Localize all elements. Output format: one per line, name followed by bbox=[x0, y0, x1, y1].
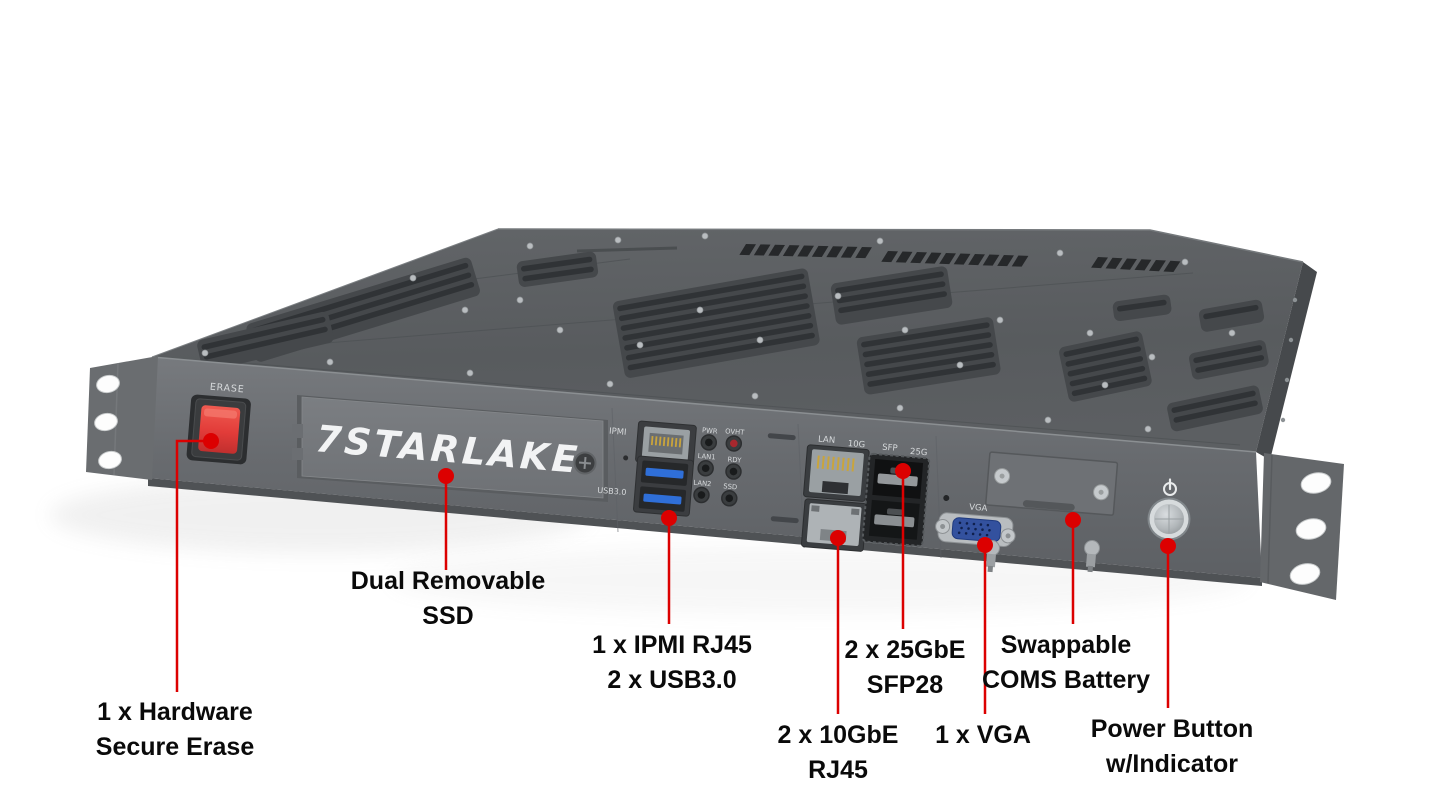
usb-label: USB3.0 bbox=[597, 486, 627, 497]
led-label-lan2: LAN2 bbox=[693, 479, 712, 488]
callout-line-2: 2 x USB3.0 bbox=[607, 666, 737, 694]
led-label-lan1: LAN1 bbox=[697, 452, 716, 461]
callout-line-2: w/Indicator bbox=[1106, 750, 1238, 778]
callout-dual-ssd: Dual Removable SSD bbox=[351, 564, 546, 634]
usb3-ports bbox=[633, 455, 694, 517]
callout-line-1: 1 x IPMI RJ45 bbox=[592, 631, 752, 659]
bay-thumbscrew bbox=[573, 451, 597, 475]
callout-secure-erase: 1 x Hardware Secure Erase bbox=[96, 695, 254, 765]
panel-pinhole bbox=[623, 455, 629, 461]
sfp-label: SFP bbox=[882, 443, 898, 454]
callout-line-2: Secure Erase bbox=[95, 733, 255, 761]
callout-line-1: Dual Removable bbox=[350, 567, 546, 595]
vga-label: VGA bbox=[969, 503, 988, 514]
led-label-ssd: SSD bbox=[723, 482, 737, 491]
left-rack-ear bbox=[86, 356, 158, 480]
top-vents bbox=[197, 244, 1269, 432]
led-label-ovht: OVHT bbox=[725, 427, 746, 437]
callout-ipmi-usb: 1 x IPMI RJ45 2 x USB3.0 bbox=[592, 628, 752, 698]
chassis-right-side bbox=[1256, 262, 1317, 460]
led-ovht bbox=[725, 435, 743, 452]
callout-line-2: RJ45 bbox=[808, 756, 868, 784]
callout-line-2: COMS Battery bbox=[981, 666, 1151, 694]
led-rdy bbox=[725, 463, 742, 480]
sfp-slot-2 bbox=[868, 499, 920, 540]
led-pwr bbox=[700, 434, 718, 451]
callout-line-2: SSD bbox=[422, 602, 474, 630]
power-icon bbox=[1163, 478, 1177, 496]
led-ssd bbox=[721, 490, 738, 507]
ssd-bay: 7STARLAKE bbox=[292, 395, 608, 502]
callout-battery: Swappable COMS Battery bbox=[982, 628, 1150, 698]
lan-label: LAN bbox=[818, 435, 836, 446]
callout-25gbe: 2 x 25GbE SFP28 bbox=[845, 633, 966, 703]
led-lan1 bbox=[697, 459, 714, 477]
callout-vga: 1 x VGA bbox=[935, 718, 1031, 753]
led-label-pwr: PWR bbox=[702, 426, 718, 435]
callout-line-1: Power Button bbox=[1090, 715, 1254, 743]
led-label-rdy: RDY bbox=[727, 456, 742, 465]
led-lan2 bbox=[693, 486, 710, 504]
lan-10g-block: LAN 10G bbox=[800, 435, 870, 552]
callout-10gbe: 2 x 10GbE RJ45 bbox=[778, 718, 899, 788]
ipmi-label: IPMI bbox=[609, 426, 627, 437]
lan-port-1 bbox=[803, 444, 870, 502]
callout-line-2: SFP28 bbox=[866, 671, 944, 699]
callout-line-1: 1 x VGA bbox=[935, 721, 1031, 749]
battery-plate bbox=[985, 451, 1119, 516]
vga-block: VGA bbox=[935, 503, 1016, 548]
panel-dashes bbox=[767, 433, 799, 524]
ipmi-rj45-port bbox=[635, 420, 697, 467]
erase-label: ERASE bbox=[209, 382, 245, 396]
power-button bbox=[1147, 478, 1191, 541]
sfp-speed-label: 25G bbox=[910, 447, 928, 458]
callout-lines bbox=[175, 433, 1176, 714]
right-rack-ear bbox=[1260, 453, 1344, 600]
chassis-screws bbox=[201, 232, 1236, 433]
panel-pinhole bbox=[943, 495, 950, 502]
ipmi-usb-block: IPMI USB3.0 bbox=[597, 420, 697, 517]
lan-speed-label: 10G bbox=[847, 439, 865, 450]
callout-power: Power Button w/Indicator bbox=[1091, 712, 1254, 782]
lan-port-2 bbox=[800, 498, 868, 552]
battery-latch bbox=[1084, 540, 1100, 573]
callout-line-1: 2 x 25GbE bbox=[844, 636, 966, 664]
status-leds: PWR OVHT LAN1 RDY LAN2 SSD bbox=[693, 426, 746, 507]
callout-line-1: 2 x 10GbE bbox=[777, 721, 899, 749]
callout-line-1: Swappable bbox=[1000, 631, 1132, 659]
callout-line-1: 1 x Hardware bbox=[97, 698, 253, 726]
